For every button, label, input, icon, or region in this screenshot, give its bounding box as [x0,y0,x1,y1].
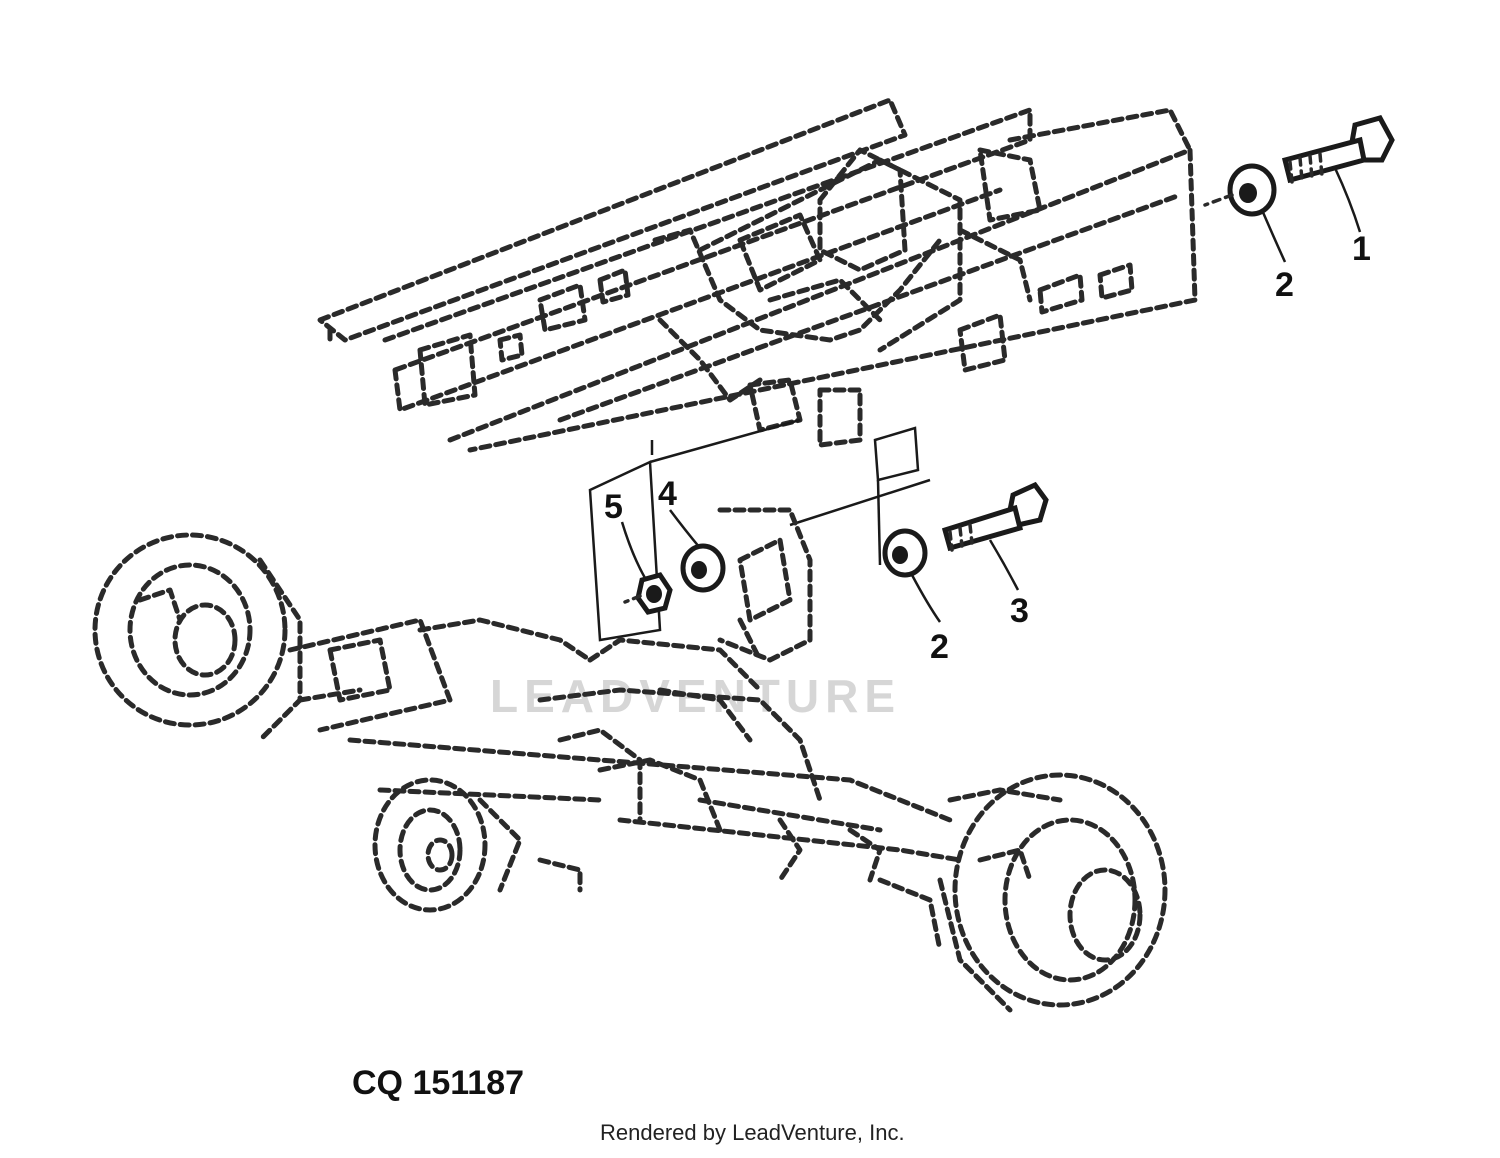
callout-1: 1 [1352,230,1371,268]
frame-assembly [317,97,1198,453]
callout-5: 5 [604,488,623,526]
mounting-plate [588,418,931,642]
bolt-icon [1281,115,1395,184]
washer-icon [680,543,726,593]
leader-line [988,539,1020,591]
bolt-icon [941,481,1049,552]
render-credit: Rendered by LeadVenture, Inc. [600,1120,905,1145]
leader-line [620,521,647,579]
callout-2: 2 [930,628,949,666]
nut-icon [623,572,673,615]
callout-4: 4 [658,475,677,513]
leader-line [669,509,701,549]
axle-assembly [92,507,1168,1013]
leader-line [910,574,942,623]
washer-icon [882,528,928,578]
leader-line [1260,209,1287,263]
figure-code: CQ 151187 [352,1064,524,1102]
leader-line [1333,167,1362,233]
callout-2: 2 [1275,266,1294,304]
callout-3: 3 [1010,592,1029,630]
washer-icon [1203,163,1277,217]
